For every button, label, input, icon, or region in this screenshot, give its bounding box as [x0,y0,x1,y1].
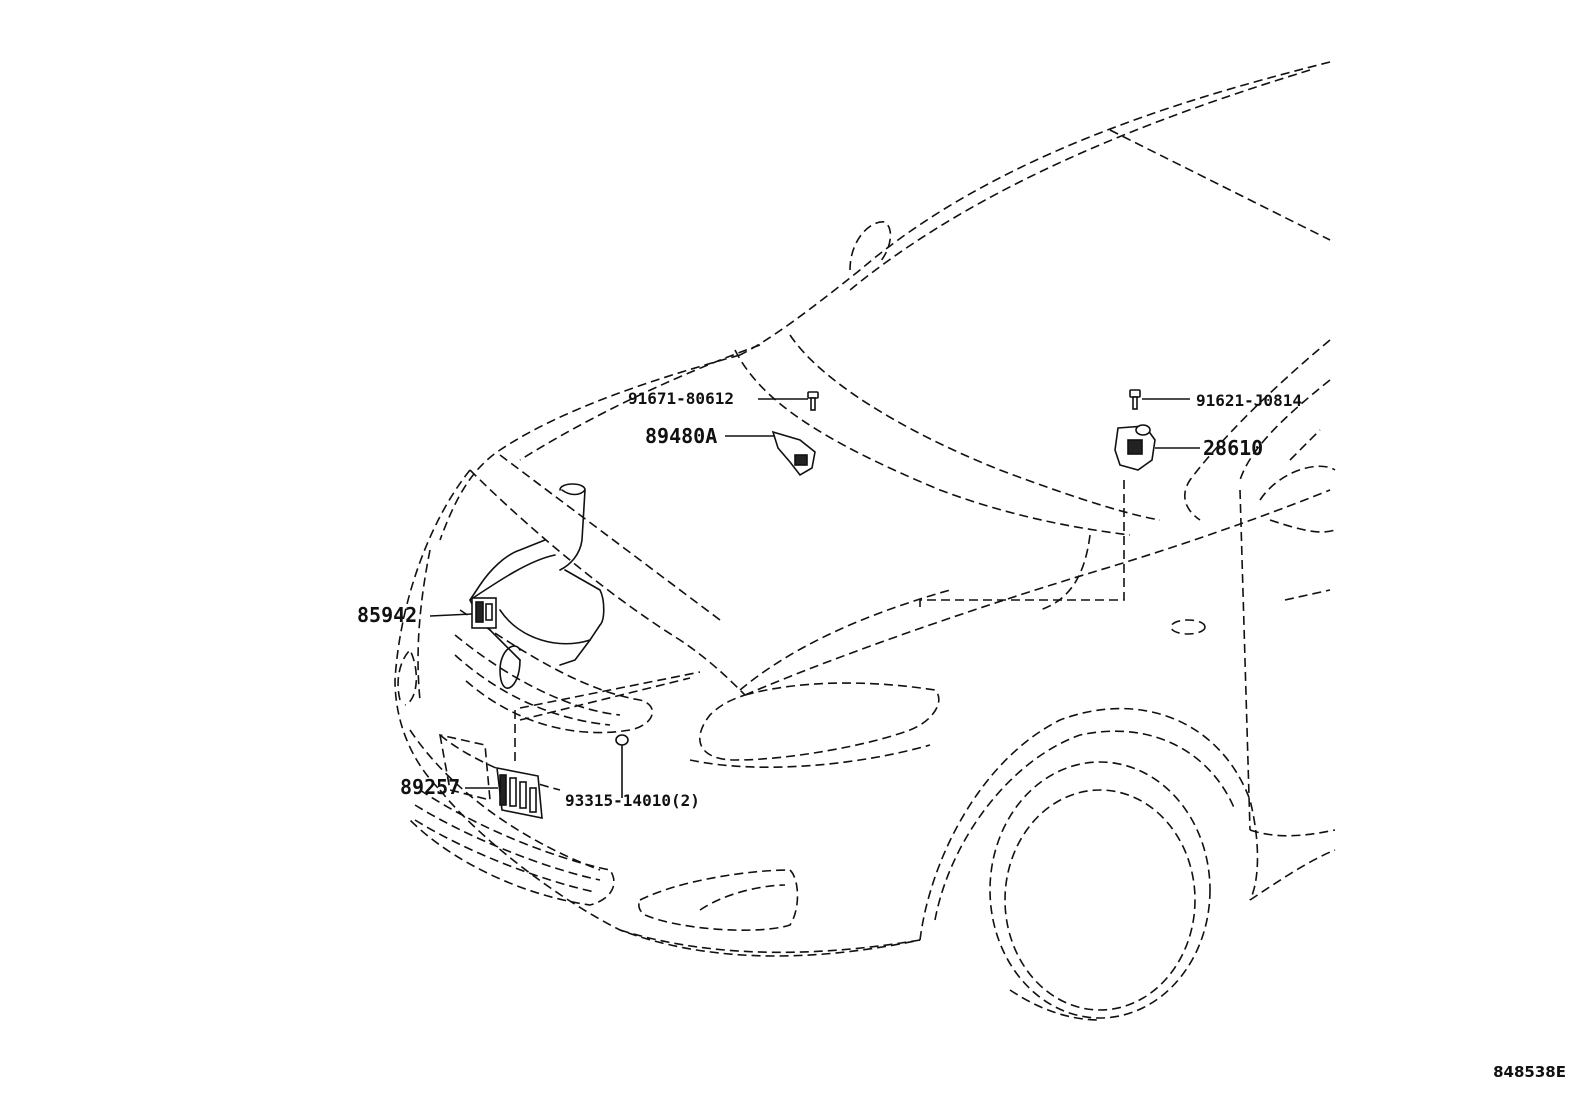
callout-91671-80612: 91671-80612 [628,389,734,408]
sensor-bracket-89480a-icon [771,430,816,477]
callout-28610: 28610 [1203,436,1263,460]
component-85942-icon [471,597,497,629]
module-89257-icon [496,767,543,819]
callout-93315-14010: 93315-14010(2) [565,791,700,810]
bolt-91671-80612-icon [807,391,819,411]
bolt-91621-j0814-icon [1129,389,1141,410]
washer-reservoir [469,483,605,689]
callout-89480a: 89480A [645,424,717,448]
leader-lines [429,398,1200,798]
clip-93315-14010-icon [615,734,629,790]
callout-91621-j0814: 91621-J0814 [1196,391,1302,410]
sensor-28610-icon [1114,424,1156,471]
car-body-outline [394,61,1336,1021]
callout-85942: 85942 [357,603,417,627]
callout-89257: 89257 [400,775,460,799]
figure-code: 848538E [1493,1063,1566,1081]
